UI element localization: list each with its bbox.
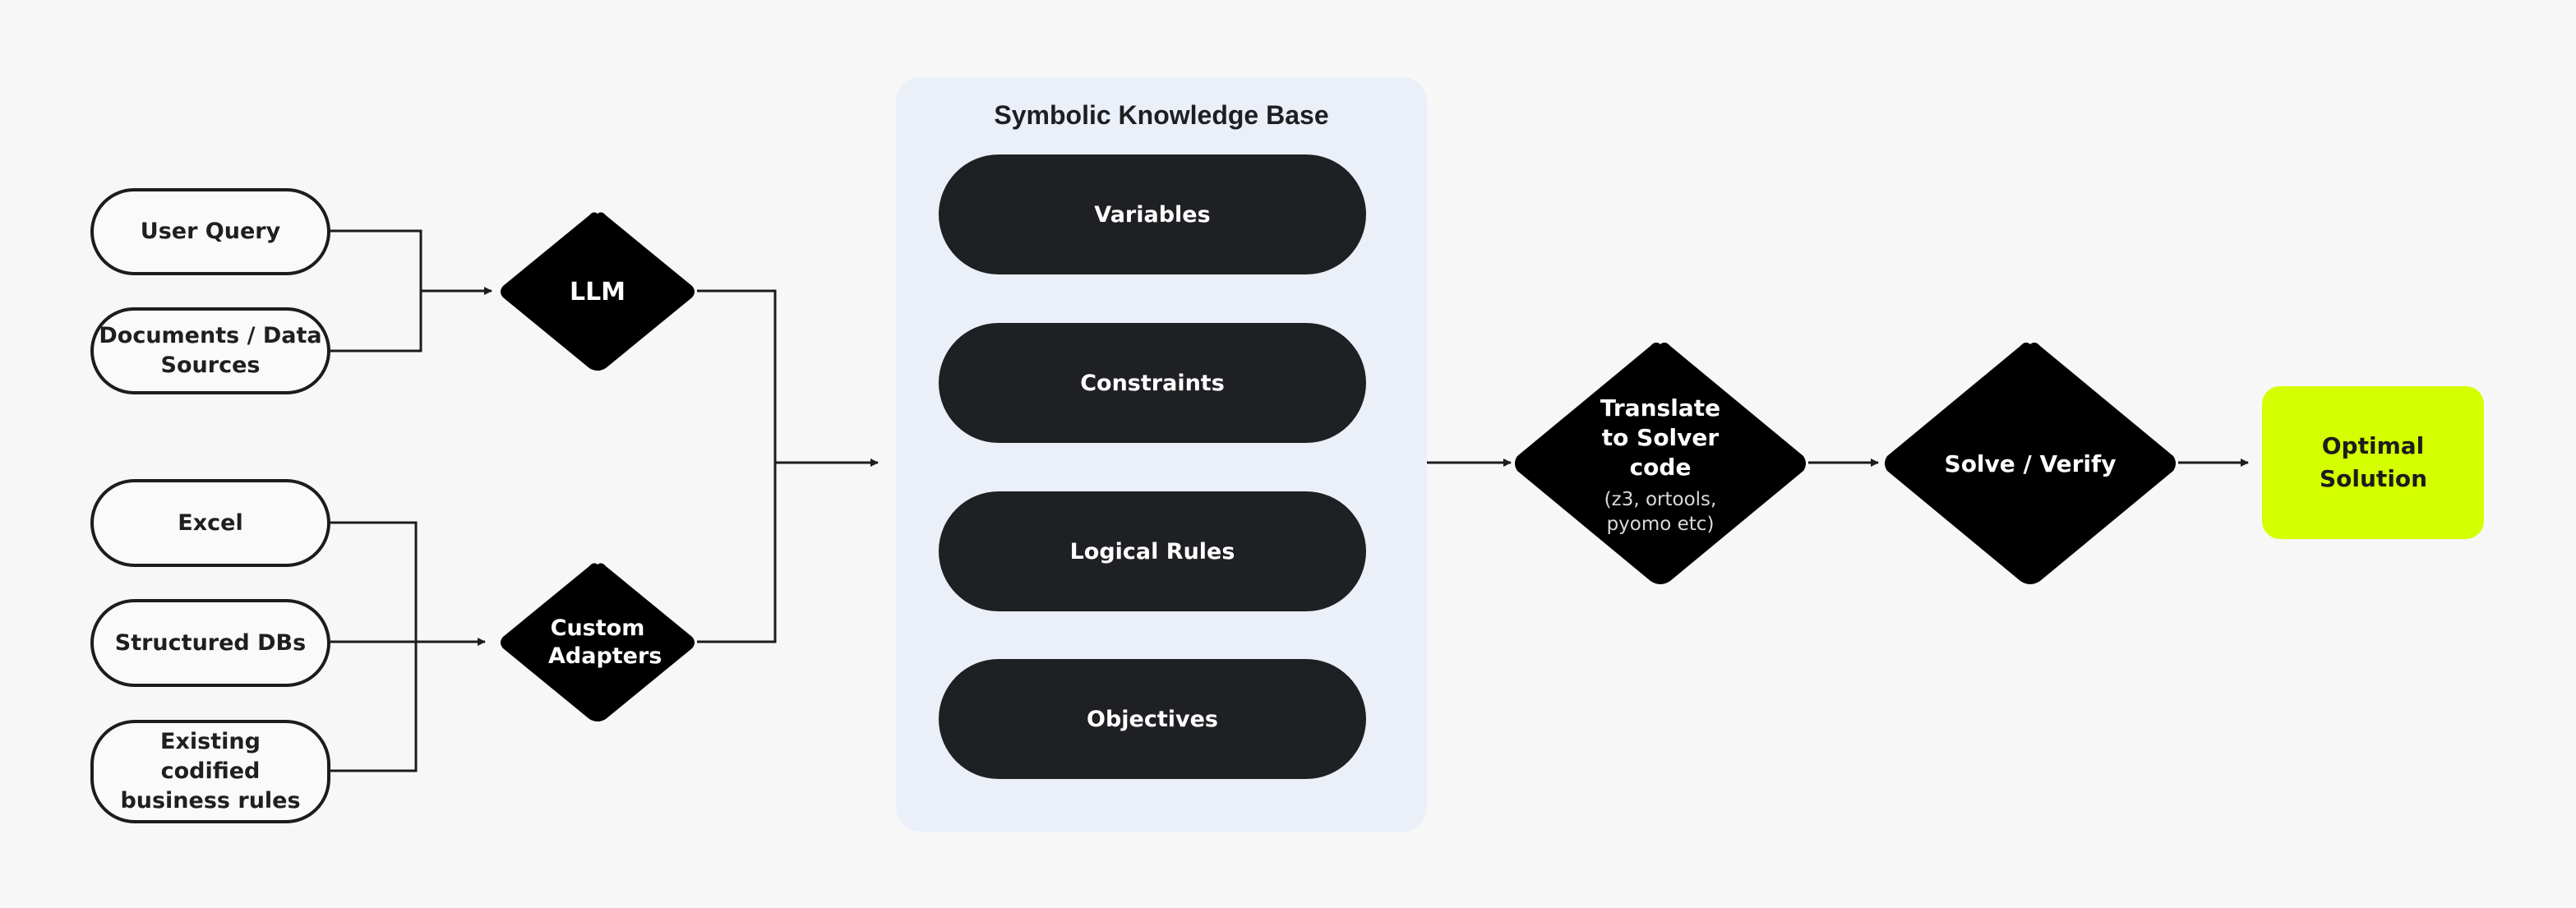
input-user-query: User Query: [90, 188, 330, 275]
kb-item-variables: Variables: [939, 154, 1366, 274]
adapters-label: Custom Adapters: [548, 615, 662, 669]
label: Documents / Data Sources: [99, 323, 322, 378]
edge-user-query: [330, 229, 422, 349]
knowledge-base-panel: Symbolic Knowledge Base Variables Constr…: [896, 77, 1427, 832]
label: Objectives: [1087, 706, 1218, 732]
solve-verify-node: Solve / Verify: [1882, 341, 2178, 586]
output-label: Optimal Solution: [2320, 432, 2428, 492]
input-excel: Excel: [90, 479, 330, 567]
label: Structured DBs: [114, 629, 307, 656]
kb-item-constraints: Constraints: [939, 323, 1366, 443]
label: Constraints: [1080, 370, 1225, 396]
input-structured-dbs: Structured DBs: [90, 599, 330, 687]
translate-node: Translate to Solver code (z3, ortools, p…: [1512, 341, 1808, 586]
edge-llm-out: [697, 289, 777, 643]
label: Existing codified business rules: [120, 729, 301, 814]
label: Excel: [178, 509, 243, 536]
solve-label: Solve / Verify: [1944, 449, 2117, 477]
label: User Query: [140, 219, 281, 244]
translate-subtitle: (z3, ortools, pyomo etc): [1604, 489, 1717, 535]
optimal-solution-node: Optimal Solution: [2262, 386, 2484, 539]
translate-title: Translate to Solver code: [1600, 394, 1721, 481]
label: Variables: [1094, 201, 1211, 228]
edge-excel: [330, 521, 418, 772]
llm-node: LLM: [498, 210, 697, 373]
input-business-rules: Existing codified business rules: [90, 720, 330, 823]
kb-item-objectives: Objectives: [939, 659, 1366, 779]
custom-adapters-node: Custom Adapters: [498, 561, 697, 724]
edge-documents: [330, 231, 422, 353]
label: Logical Rules: [1069, 538, 1235, 565]
panel-title: Symbolic Knowledge Base: [994, 100, 1329, 130]
llm-label: LLM: [569, 277, 626, 307]
input-documents: Documents / Data Sources: [90, 307, 330, 394]
kb-item-logical-rules: Logical Rules: [939, 491, 1366, 611]
